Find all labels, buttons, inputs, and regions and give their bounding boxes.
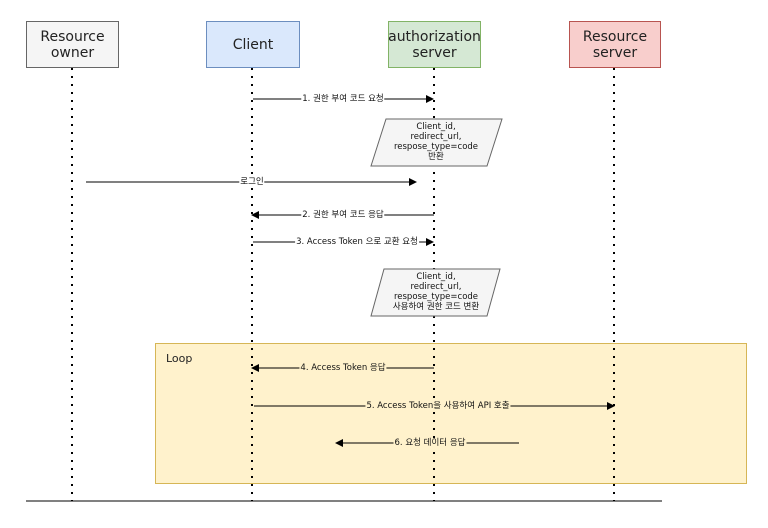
actor-client: Client (206, 21, 300, 68)
note-text-2: Client_id, redirect_url, respose_type=co… (392, 272, 480, 312)
message-label-2: 로그인 (239, 177, 265, 187)
message-label-3: 2. 권한 부여 코드 응답 (301, 210, 385, 220)
actor-resource-owner: Resource owner (26, 21, 119, 68)
message-label-7: 6. 요청 데이터 응답 (393, 438, 467, 448)
message-label-4: 3. Access Token 으로 교환 요청 (295, 237, 419, 247)
note-shape-1 (370, 118, 503, 167)
message-label-6: 5. Access Token을 사용하여 API 호출 (365, 401, 511, 411)
loop-label: Loop (166, 352, 193, 365)
note-text-1: Client_id, redirect_url, respose_type=co… (393, 122, 479, 162)
note-shape-2 (370, 268, 501, 317)
actor-authorization-server: authorization server (388, 21, 481, 68)
actor-resource-server: Resource server (569, 21, 661, 68)
message-label-5: 4. Access Token 응답 (299, 363, 387, 373)
message-label-1: 1. 권한 부여 코드 요청 (301, 94, 385, 104)
